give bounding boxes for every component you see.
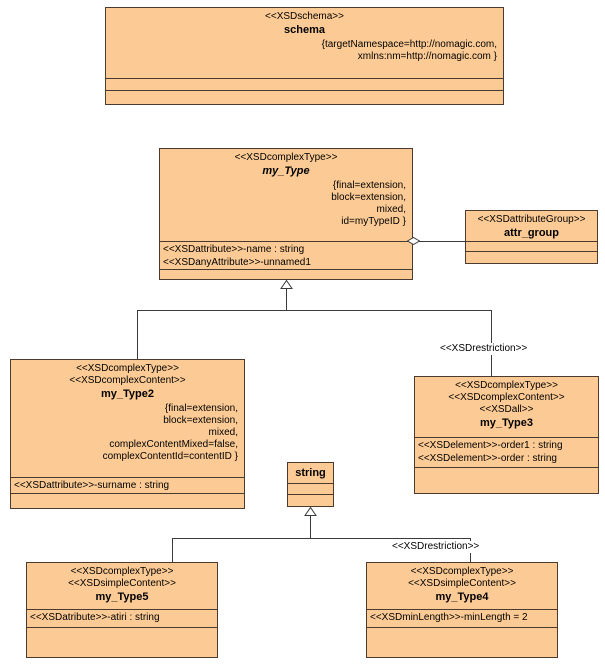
class-box-my-type4[interactable]: <<XSDcomplexType>> <<XSDsimpleContent>> …: [366, 562, 558, 658]
class-name-my-type: my_Type: [262, 165, 310, 177]
stereotype-my-type3-1: <<XSDcomplexContent>>: [448, 392, 565, 403]
class-header-my-type3: <<XSDcomplexType>> <<XSDcomplexContent>>…: [415, 377, 598, 437]
class-name-my-type4: my_Type4: [435, 591, 489, 603]
class-property-my-type2-2: mixed,: [208, 427, 238, 438]
stereotype-my-type2-1: <<XSDcomplexContent>>: [69, 375, 186, 386]
class-attribute-my-type2-0: <<XSDattribute>>-surname : string: [14, 480, 170, 491]
edge-label-mytype4: <<XSDrestriction>>: [392, 541, 480, 553]
class-attribute-my-type3-0: <<XSDelement>>-order1 : string: [418, 440, 563, 451]
edge-label-mytype3: <<XSDrestriction>>: [440, 343, 528, 355]
class-property-my-type2-0: {final=extension,: [164, 403, 238, 414]
class-box-string[interactable]: string: [287, 462, 334, 507]
generalization-arrow-mytype-icon: [280, 280, 293, 289]
class-attributes-schema: [106, 78, 503, 90]
class-property-my-type-2: mixed,: [376, 204, 406, 215]
class-name-attr-group: attr_group: [504, 227, 559, 239]
class-operations-my-type5: [27, 627, 217, 653]
class-header-my-type5: <<XSDcomplexType>> <<XSDsimpleContent>> …: [27, 563, 217, 609]
class-header-attr-group: <<XSDattributeGroup>> attr_group: [466, 211, 597, 241]
class-attributes-my-type5: <<XSDatribute>>-atiri : string: [27, 609, 217, 627]
class-name-string: string: [295, 467, 326, 479]
stereotype-my-type-0: <<XSDcomplexType>>: [234, 152, 338, 163]
class-property-my-type2-3: complexContentMixed=false,: [109, 439, 238, 450]
edge-trunk-mytype[interactable]: [286, 288, 287, 310]
class-attributes-attr-group: [466, 241, 597, 251]
class-operations-my-type4: [367, 627, 557, 653]
class-box-my-type3[interactable]: <<XSDcomplexType>> <<XSDcomplexContent>>…: [414, 376, 599, 494]
class-operations-attr-group: [466, 251, 597, 261]
class-attribute-my-type-1: <<XSDanyAttribute>>-unnamed1: [163, 257, 311, 268]
class-name-my-type3: my_Type3: [480, 417, 533, 429]
class-property-my-type-3: id=myTypeID }: [341, 216, 406, 227]
class-operations-schema: [106, 90, 503, 114]
class-property-my-type2-1: block=extension,: [163, 415, 238, 426]
aggregation-diamond-icon: [407, 237, 420, 245]
class-attributes-string: [288, 483, 333, 494]
stereotype-schema-0: <<XSDschema>>: [265, 11, 344, 22]
class-header-my-type4: <<XSDcomplexType>> <<XSDsimpleContent>> …: [367, 563, 557, 609]
class-box-schema[interactable]: <<XSDschema>> schema {targetNamespace=ht…: [105, 7, 504, 105]
edge-branch-bar-string[interactable]: [172, 538, 471, 539]
class-property-my-type-0: {final=extension,: [332, 180, 406, 191]
stereotype-my-type3-0: <<XSDcomplexType>>: [455, 380, 558, 391]
class-header-my-type2: <<XSDcomplexType>> <<XSDcomplexContent>>…: [11, 360, 244, 477]
stereotype-my-type5-1: <<XSDsimpleContent>>: [68, 578, 176, 589]
stereotype-attr-group-0: <<XSDattributeGroup>>: [477, 214, 586, 225]
edge-drop-mytype2[interactable]: [137, 310, 138, 359]
stereotype-my-type2-0: <<XSDcomplexType>>: [76, 363, 179, 374]
class-attribute-my-type3-1: <<XSDelement>>-order : string: [418, 453, 557, 464]
class-name-schema: schema: [284, 24, 325, 36]
class-property-my-type-1: block=extension,: [331, 192, 406, 203]
stereotype-my-type4-1: <<XSDsimpleContent>>: [408, 578, 516, 589]
class-property-schema-1: xmlns:nm=http://nomagic.com }: [357, 51, 497, 62]
stereotype-my-type4-0: <<XSDcomplexType>>: [410, 566, 514, 577]
class-attribute-my-type4-0: <<XSDminLength>>-minLength = 2: [370, 612, 528, 623]
edge-trunk-string[interactable]: [310, 515, 311, 538]
stereotype-my-type3-2: <<XSDall>>: [479, 404, 534, 415]
stereotype-my-type5-0: <<XSDcomplexType>>: [70, 566, 174, 577]
class-attribute-my-type5-0: <<XSDatribute>>-atiri : string: [30, 612, 160, 623]
class-attribute-my-type-0: <<XSDattribute>>-name : string: [163, 244, 305, 255]
class-header-string: string: [288, 463, 333, 483]
class-property-schema-0: {targetNamespace=http://nomagic.com,: [321, 39, 497, 50]
class-operations-my-type: [160, 269, 412, 281]
class-operations-string: [288, 494, 333, 505]
generalization-arrow-string-icon: [304, 507, 317, 516]
class-box-my-type[interactable]: <<XSDcomplexType>> my_Type {final=extens…: [159, 148, 413, 280]
edge-drop-mytype5[interactable]: [172, 538, 173, 562]
class-header-schema: <<XSDschema>> schema {targetNamespace=ht…: [106, 8, 503, 78]
class-name-my-type5: my_Type5: [95, 591, 149, 603]
class-attributes-my-type3: <<XSDelement>>-order1 : string <<XSDelem…: [415, 437, 598, 467]
class-property-my-type2-4: complexContentId=contentID }: [102, 451, 238, 462]
class-box-my-type5[interactable]: <<XSDcomplexType>> <<XSDsimpleContent>> …: [26, 562, 218, 658]
edge-line-mytype-attrgroup[interactable]: [418, 241, 465, 242]
edge-branch-bar-mytype[interactable]: [137, 310, 492, 311]
class-header-my-type: <<XSDcomplexType>> my_Type {final=extens…: [160, 149, 412, 241]
class-attributes-my-type4: <<XSDminLength>>-minLength = 2: [367, 609, 557, 627]
class-operations-my-type3: [415, 467, 598, 493]
class-attributes-my-type2: <<XSDattribute>>-surname : string: [11, 477, 244, 493]
class-name-my-type2: my_Type2: [101, 388, 154, 400]
class-attributes-my-type: <<XSDattribute>>-name : string <<XSDanyA…: [160, 241, 412, 269]
class-operations-my-type2: [11, 493, 244, 508]
class-box-attr-group[interactable]: <<XSDattributeGroup>> attr_group: [465, 210, 598, 264]
class-box-my-type2[interactable]: <<XSDcomplexType>> <<XSDcomplexContent>>…: [10, 359, 245, 509]
